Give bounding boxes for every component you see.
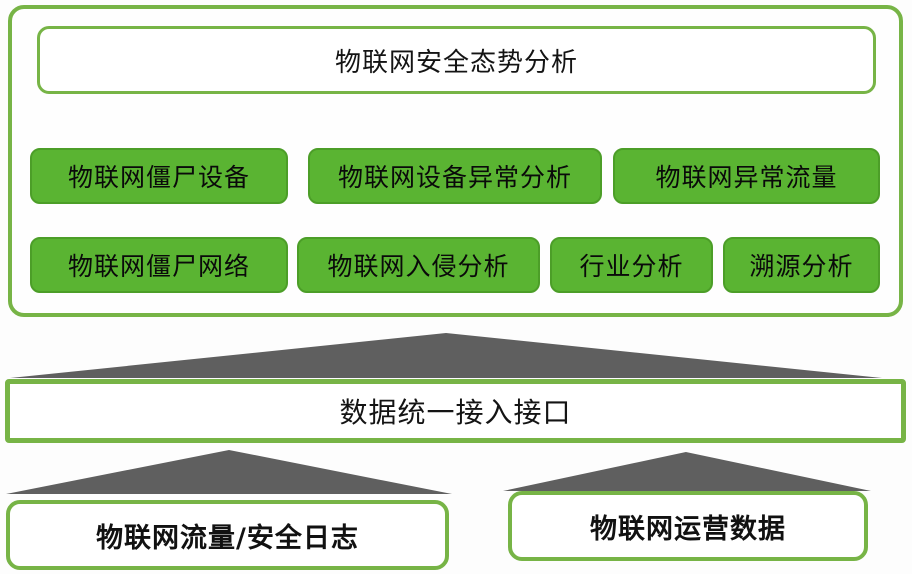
module-node-iot-zombie-devices: 物联网僵尸设备	[30, 148, 288, 204]
module-label: 物联网僵尸网络	[67, 252, 250, 281]
up-arrow-icon	[6, 450, 452, 494]
up-arrow-icon	[10, 333, 882, 378]
module-label: 行业分析	[579, 252, 684, 281]
module-node-intrusion-analysis: 物联网入侵分析	[297, 237, 540, 293]
source-box-traffic-security-logs: 物联网流量/安全日志	[6, 500, 449, 570]
module-node-iot-abnormal-traffic: 物联网异常流量	[613, 148, 880, 204]
module-node-device-anomaly-analysis: 物联网设备异常分析	[308, 148, 602, 204]
module-node-iot-botnet: 物联网僵尸网络	[30, 237, 288, 293]
module-node-industry-analysis: 行业分析	[550, 237, 713, 293]
panel-title: 物联网安全态势分析	[334, 47, 578, 78]
up-arrow-icon	[503, 452, 871, 491]
source-label: 物联网运营数据	[590, 513, 786, 545]
module-label: 溯源分析	[749, 252, 854, 281]
data-access-interface-box: 数据统一接入接口	[5, 379, 906, 443]
panel-title-box: 物联网安全态势分析	[37, 26, 876, 94]
module-label: 物联网设备异常分析	[337, 163, 572, 192]
interface-label: 数据统一接入接口	[339, 396, 572, 429]
source-box-operations-data: 物联网运营数据	[508, 491, 868, 561]
module-label: 物联网僵尸设备	[67, 163, 250, 192]
module-label: 物联网入侵分析	[327, 252, 510, 281]
module-node-traceability-analysis: 溯源分析	[723, 237, 880, 293]
source-label: 物联网流量/安全日志	[96, 522, 359, 554]
module-label: 物联网异常流量	[655, 163, 838, 192]
